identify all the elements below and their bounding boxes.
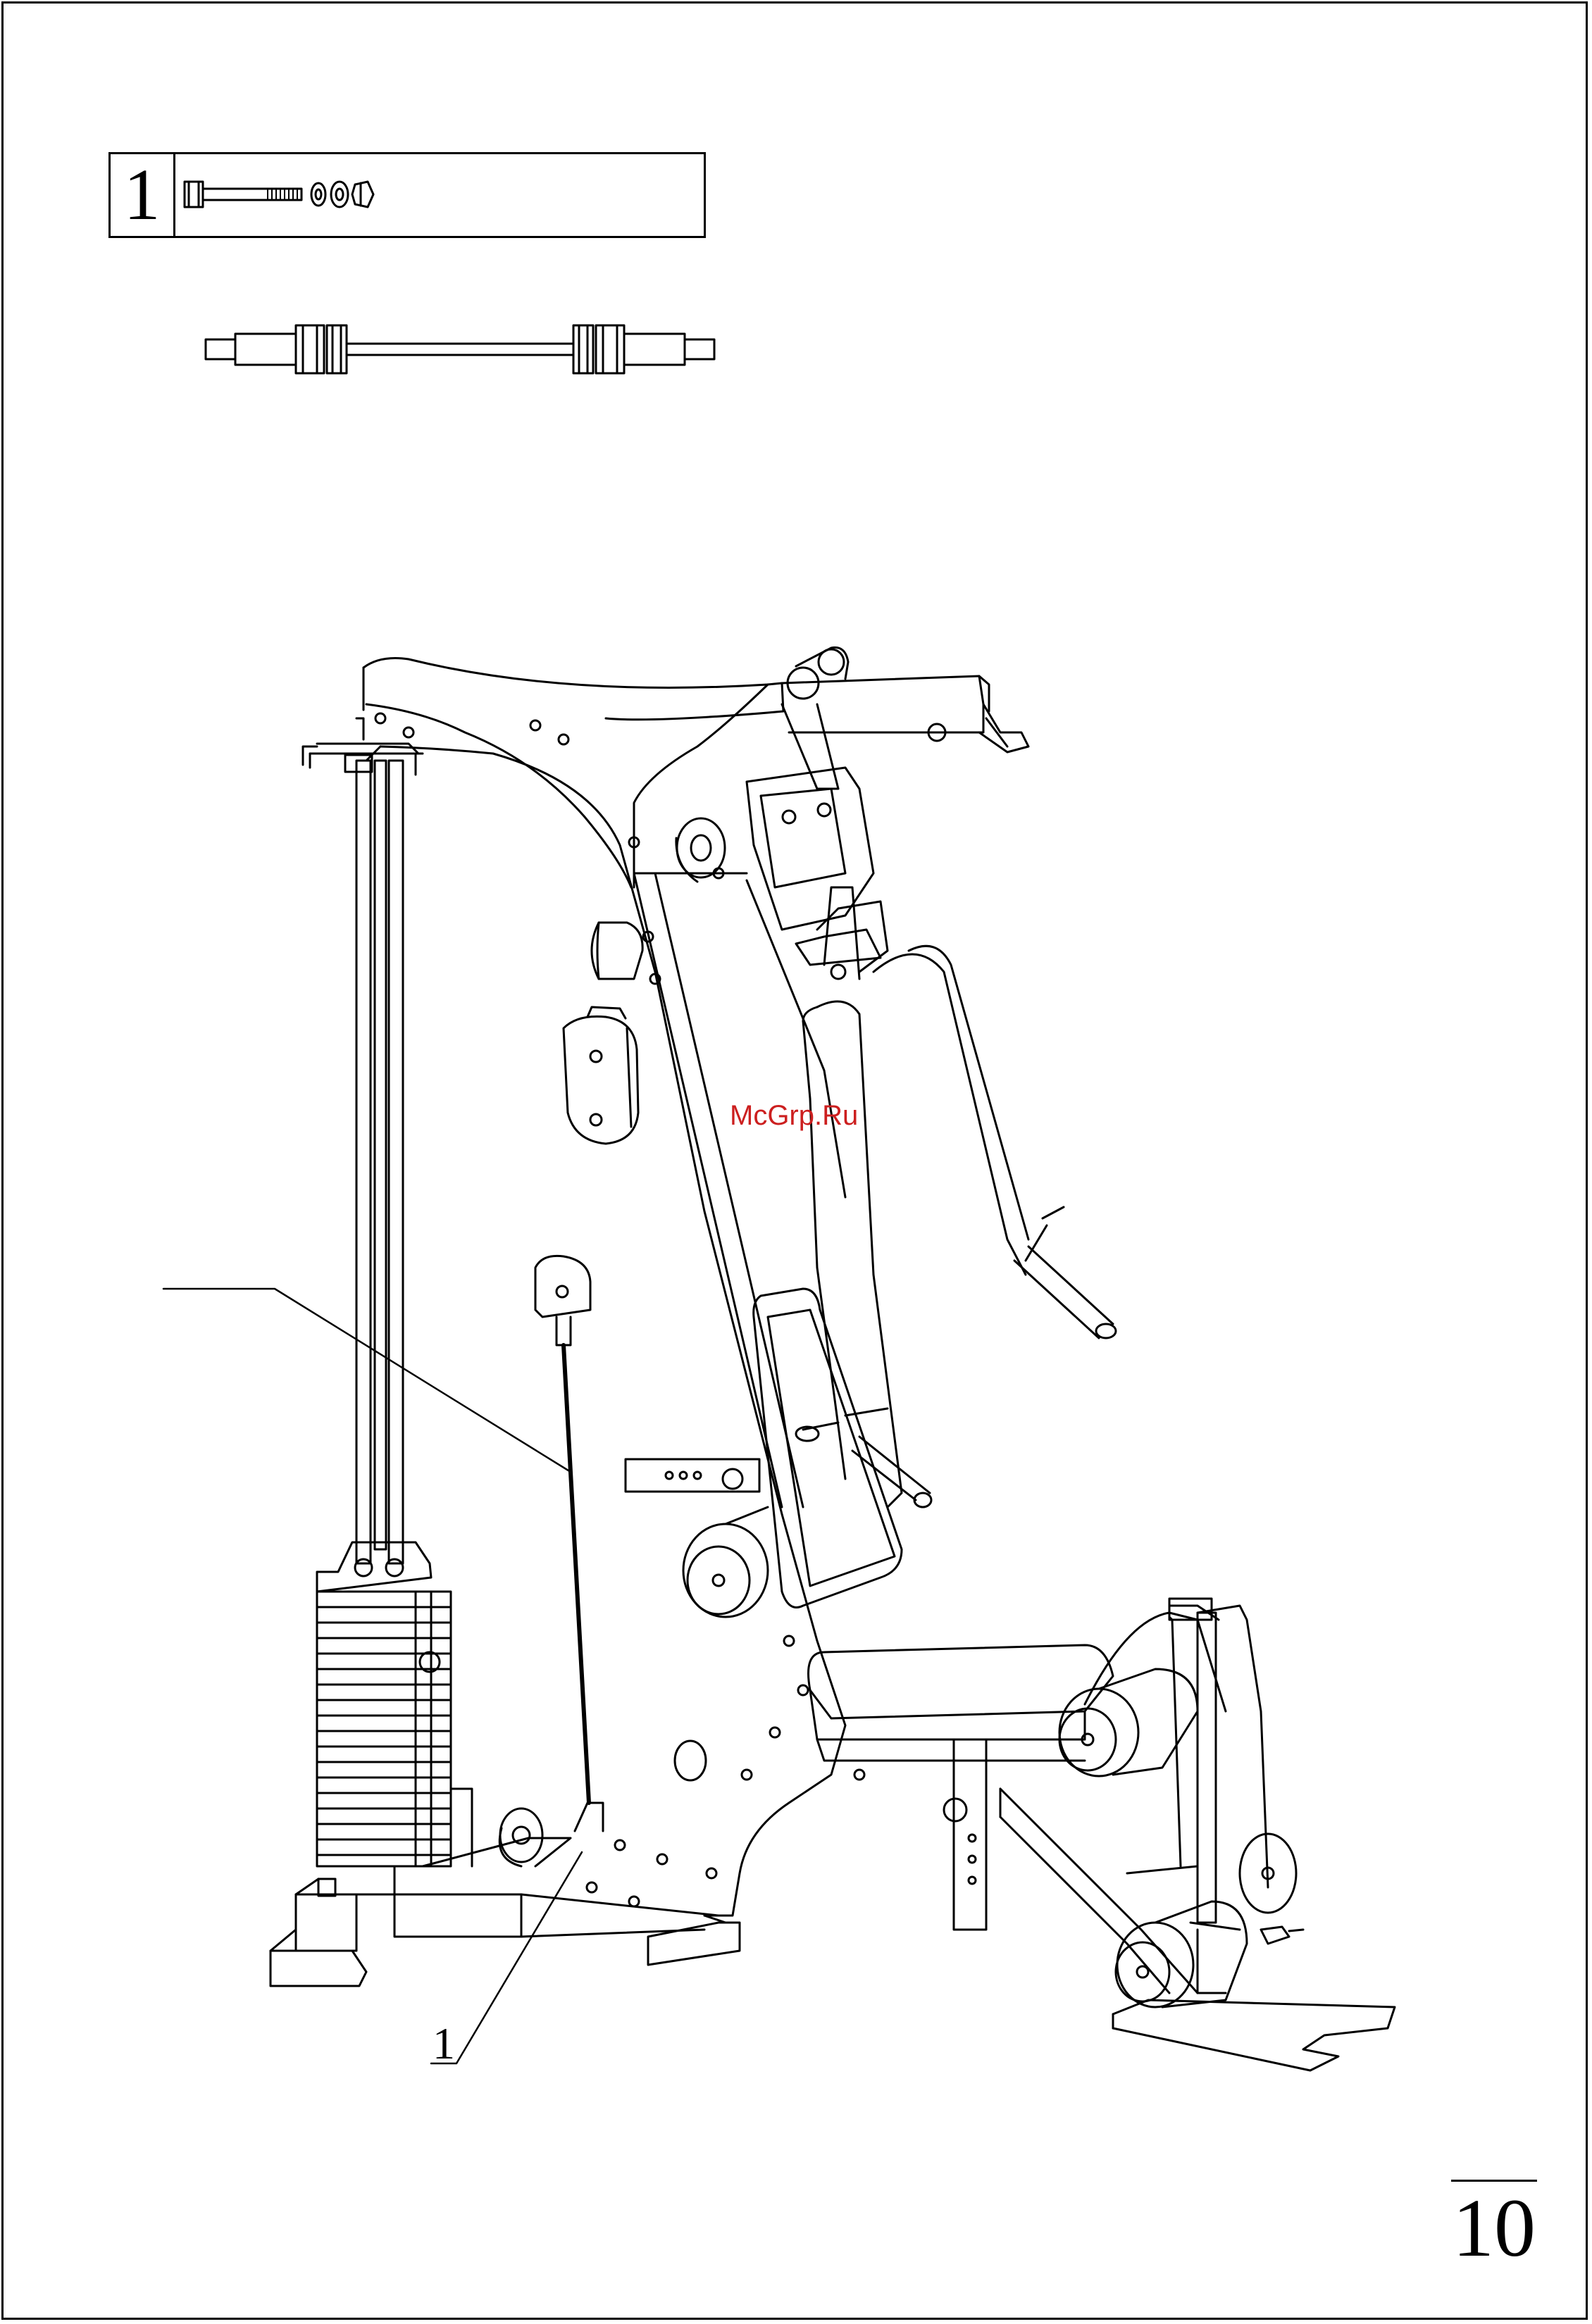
page-number: 10 xyxy=(1451,2187,1537,2270)
bolt-hardware-icon xyxy=(185,182,373,207)
threaded-rod-detail xyxy=(206,325,714,373)
callout-label-part-1: 1 xyxy=(433,2021,455,2066)
callout-leaders xyxy=(163,1289,582,2063)
home-gym-illustration xyxy=(270,647,1395,2070)
watermark-text: McGrp.Ru xyxy=(730,1101,858,1130)
